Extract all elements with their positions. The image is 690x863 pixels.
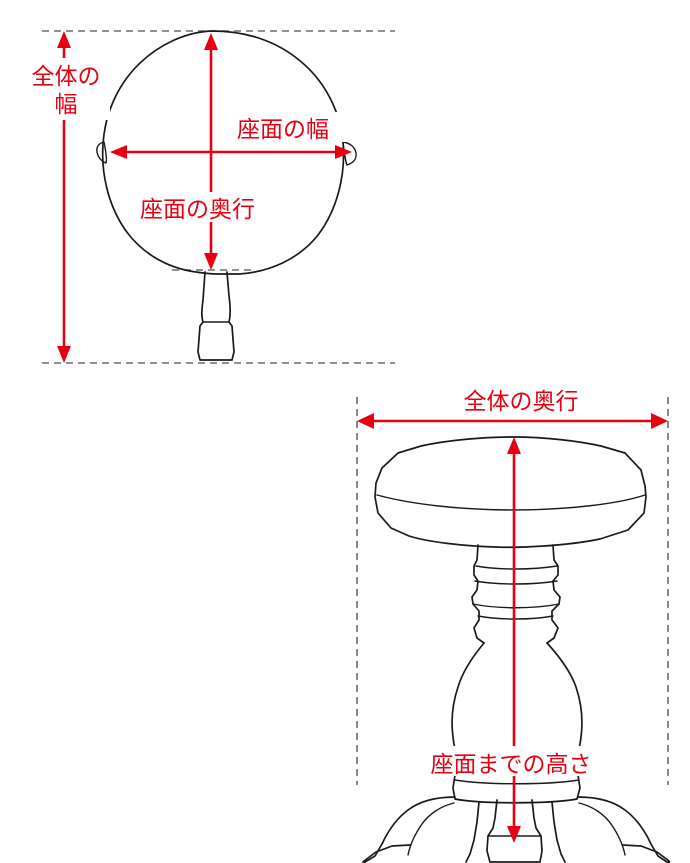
dimension-overall-depth: 全体の奥行: [357, 383, 668, 429]
seat-width-label: 座面の幅: [237, 117, 329, 143]
seat-depth-label-backdrop: [138, 192, 288, 222]
stool-center-screw: [486, 799, 543, 863]
stool-seat-top: [374, 436, 647, 549]
stool-column-collar-line: [454, 779, 580, 785]
dimension-seat-width: 座面の幅: [110, 112, 356, 159]
stool-neck-ring-2: [474, 580, 558, 585]
top-view-group: 全体の 幅 座面の幅 座面の奥行: [22, 30, 395, 364]
stool-column-collar: [452, 767, 581, 804]
stool-neck-upper-right: [546, 544, 561, 644]
seat-left-tab: [96, 141, 108, 164]
stool-leg-center-right: [551, 801, 566, 863]
stool-foot-left: [362, 844, 411, 863]
seat-width-arrowhead-left: [110, 145, 127, 159]
stool-leg-right: [577, 796, 670, 863]
stool-leg-center-left: [465, 801, 480, 863]
seat-depth-arrowhead-bottom: [204, 253, 218, 270]
overall-width-arrowhead-top: [57, 31, 71, 48]
seat-width-arrowhead-right: [335, 145, 352, 159]
stool-neck-ring-4: [477, 615, 554, 620]
stool-leg-left-inner: [407, 802, 455, 856]
dimension-seat-height: 座面までの高さ: [420, 437, 603, 843]
seat-height-label-backdrop: [420, 746, 603, 776]
stool-leg-left: [362, 796, 456, 863]
seat-height-arrowhead-top: [507, 437, 521, 454]
stool-leg-right-inner: [578, 802, 626, 856]
overall-width-label-line1: 全体の: [32, 64, 101, 90]
overall-depth-arrowhead-left: [357, 413, 374, 429]
overall-width-arrowhead-bottom: [57, 346, 71, 363]
front-view-group: 全体の奥行 座面までの高さ: [356, 383, 671, 863]
dimension-overall-width: 全体の 幅: [22, 31, 110, 363]
overall-width-label-line2: 幅: [55, 92, 78, 118]
dimension-seat-depth: 座面の奥行: [138, 33, 288, 270]
seat-height-label: 座面までの高さ: [431, 752, 592, 778]
stool-neck-upper: [471, 544, 485, 644]
stool-neck-ring-3: [472, 603, 560, 609]
overall-depth-label: 全体の奥行: [464, 389, 579, 415]
stool-seat-rim-line: [376, 494, 646, 511]
stool-foot-right: [622, 844, 671, 863]
seat-depth-label: 座面の奥行: [140, 197, 255, 223]
seat-width-label-backdrop: [234, 112, 356, 142]
seat-stem-top-view: [197, 271, 235, 361]
overall-depth-label-backdrop: [443, 383, 598, 413]
overall-width-label-backdrop: [22, 58, 110, 120]
stool-neck-ring-1: [475, 565, 558, 570]
seat-height-arrowhead-bottom: [507, 826, 521, 843]
seat-depth-arrowhead-top: [204, 33, 218, 50]
overall-depth-arrowhead-right: [651, 413, 668, 429]
